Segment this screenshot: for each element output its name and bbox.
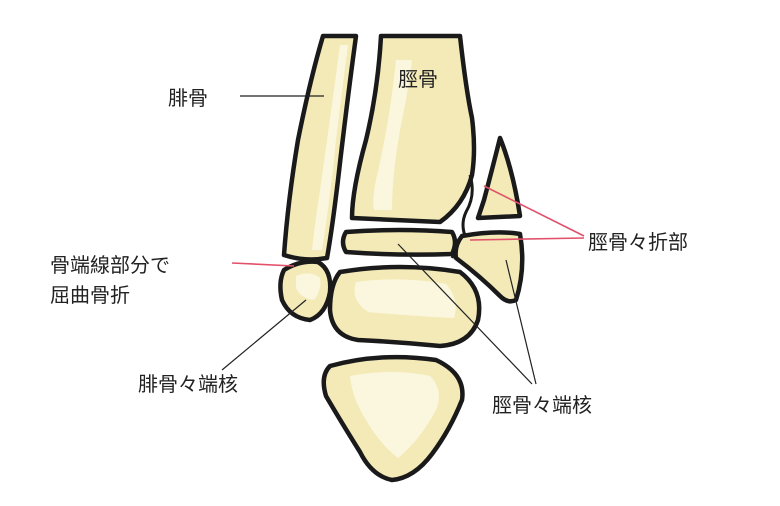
label-tibia-epiphysis: 脛骨々端核: [492, 393, 592, 417]
leader-tibia-fracture-lower: [469, 237, 585, 241]
leader-physis-fracture: [231, 262, 295, 267]
label-tibia: 脛骨: [398, 67, 438, 91]
calcaneus: [321, 354, 465, 483]
leader-tibia-epiphysis-a: [397, 243, 533, 385]
leader-tibia-fracture-upper: [483, 185, 585, 237]
label-tibia-fracture: 脛骨々折部: [588, 230, 688, 254]
label-physis-fracture-line1: 骨端線部分で: [50, 253, 170, 277]
tibia-shaft: [349, 33, 477, 225]
tibia-epiphysis-plate: [340, 227, 458, 257]
fibula-epiphysis: [278, 259, 333, 323]
label-fibula-epiphysis: 腓骨々端核: [138, 372, 238, 396]
tibia-fracture-fragment: [475, 135, 523, 221]
label-physis-fracture-line2: 屈曲骨折: [50, 283, 130, 307]
leader-fibula-epiphysis: [221, 299, 307, 371]
leader-tibia-epiphysis-b: [505, 259, 537, 385]
medial-malleolus: [453, 230, 525, 304]
label-fibula: 腓骨: [168, 86, 208, 110]
fibula-shaft: [281, 33, 359, 262]
talus: [327, 264, 482, 349]
